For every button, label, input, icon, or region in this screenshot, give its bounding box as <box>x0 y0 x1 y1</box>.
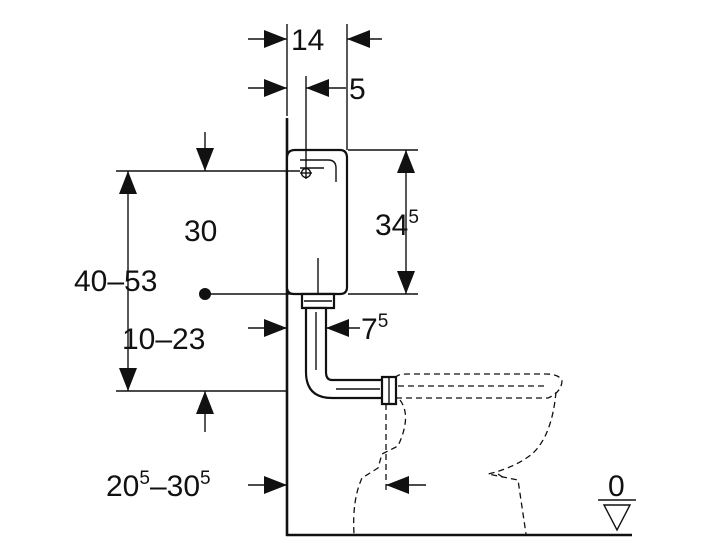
dimension-lower-pointer <box>196 391 214 432</box>
label-floor-0: 0 <box>608 470 625 503</box>
label-10-23: 10–23 <box>122 323 205 356</box>
cistern <box>285 148 349 296</box>
label-wall-distance: 205–305 <box>106 468 211 503</box>
label-34-5: 345 <box>375 207 419 242</box>
label-30: 30 <box>184 215 217 248</box>
toilet-bowl-outline <box>353 373 563 535</box>
flush-pipe <box>300 292 398 406</box>
dimension-10-23-arrow <box>248 319 287 337</box>
label-40-53: 40–53 <box>74 265 157 298</box>
dimension-7-5-arrow <box>326 319 360 337</box>
label-7-5: 75 <box>361 311 388 346</box>
dimension-14 <box>248 24 382 150</box>
dimension-height-range <box>116 170 300 392</box>
dimension-wall-distance <box>248 476 426 494</box>
dimension-34-5 <box>348 149 418 295</box>
label-14: 14 <box>291 24 324 57</box>
dimension-5 <box>248 76 346 168</box>
floor-level-marker <box>598 499 636 532</box>
dimension-30-pointer <box>196 132 214 171</box>
label-5: 5 <box>349 73 366 106</box>
reference-point <box>199 288 302 300</box>
